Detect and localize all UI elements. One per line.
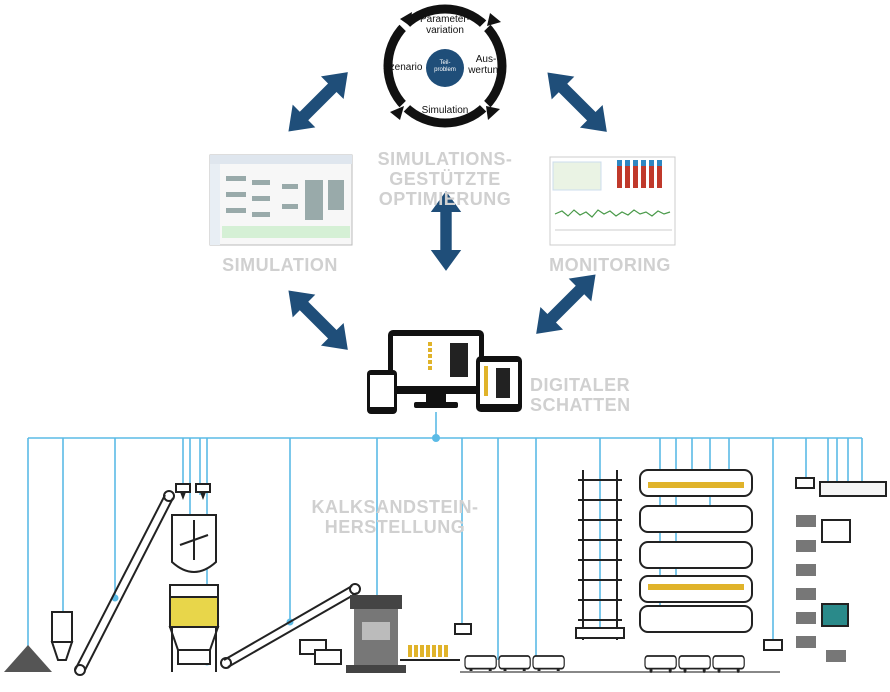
autoclave-loads (648, 482, 744, 590)
cycle-center-label: Teil- problem (434, 60, 456, 73)
devices-icon (367, 330, 522, 414)
exit-wagons (644, 655, 746, 674)
production-plant (4, 469, 887, 676)
cycle-hub (426, 49, 464, 87)
conveyor-belt (74, 490, 175, 676)
raw-material-pile (4, 645, 52, 672)
line-trend (554, 209, 671, 218)
monitoring-screenshot (549, 156, 676, 246)
hardening-wagons (464, 655, 566, 674)
cycle-arrowhead-icon (390, 106, 404, 120)
cycle-label-parametervariation: Parameter- variation (419, 14, 470, 36)
label-digitaler-schatten: DIGITALER SCHATTEN (530, 375, 631, 415)
cycle-arrowhead-icon (400, 12, 412, 26)
cycle-label-auswertung: Aus- wertung (468, 54, 504, 76)
stacked-bar-chart (617, 160, 662, 188)
label-monitoring: MONITORING (549, 255, 671, 275)
mixer (171, 514, 217, 573)
mould-carts (299, 639, 342, 665)
label-kalksandstein-herstellung: KALKSANDSTEIN- HERSTELLUNG (311, 497, 479, 537)
simulation-screenshot (209, 154, 353, 246)
packaging (763, 477, 887, 651)
cycle-label-simulation: Simulation (421, 105, 469, 116)
transfer-track (578, 470, 622, 640)
reactor-silo (168, 584, 220, 672)
label-simulationsgestuetzte-optimierung: SIMULATIONS- GESTÜTZTE OPTIMIERUNG (377, 149, 513, 209)
autoclaves (639, 469, 753, 633)
brick-press (346, 595, 406, 673)
cycle-label-szenario: Szenario (383, 62, 423, 73)
cycle-arrowhead-icon (487, 13, 501, 26)
double-arrow-icon (277, 60, 360, 143)
small-silo (50, 611, 74, 661)
double-arrow-icon (277, 279, 360, 362)
stacked-packs (796, 515, 846, 662)
label-simulation: SIMULATION (222, 255, 338, 275)
optimization-cycle (383, 4, 507, 128)
lime-feeders (175, 483, 211, 500)
green-bricks (408, 645, 448, 657)
cycle-arrowhead-icon (486, 106, 500, 120)
double-arrow-icon (536, 61, 619, 144)
conveyor-belt (220, 583, 361, 669)
gripper (454, 623, 472, 635)
